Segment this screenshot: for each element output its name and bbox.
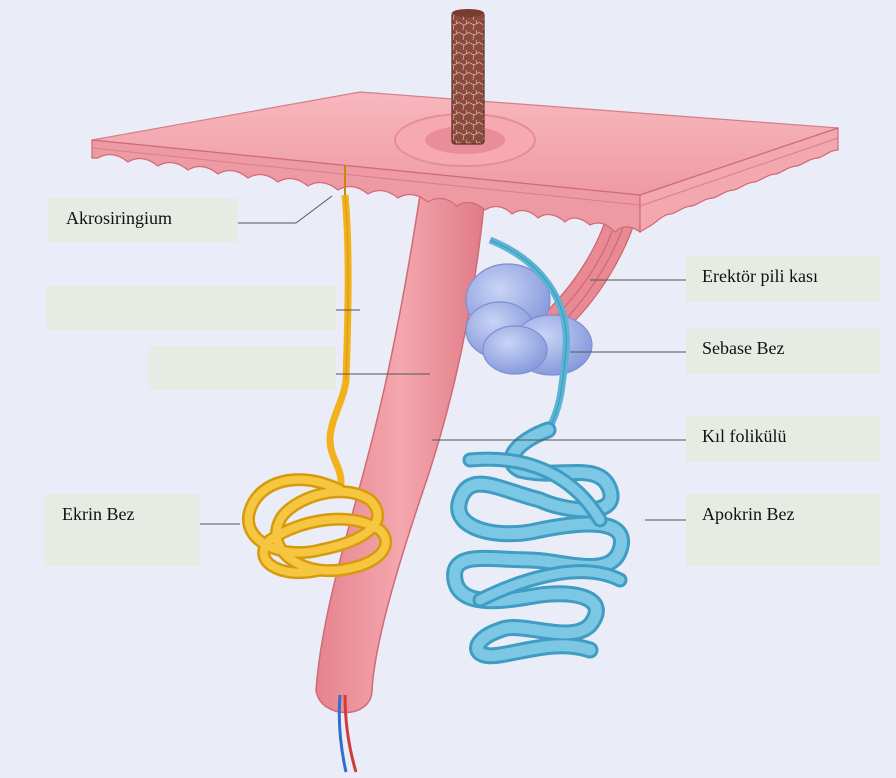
label-sebase-bez: Sebase Bez <box>686 328 880 374</box>
label-ekrin-bez-text: Ekrin Bez <box>62 504 134 524</box>
label-erektor-pili-text: Erektör pili kası <box>702 266 818 286</box>
label-akrosiringium: Akrosiringium <box>48 198 238 242</box>
eccrine-duct <box>330 195 348 490</box>
label-erektor-pili: Erektör pili kası <box>686 256 880 302</box>
eccrine-gland-coil <box>248 480 385 573</box>
apocrine-gland-coil <box>455 430 622 656</box>
label-ekrin-bez: Ekrin Bez <box>44 494 200 566</box>
hair-follicle-shape <box>316 195 485 713</box>
label-kil-folikulu-text: Kıl folikülü <box>702 426 787 446</box>
label-blank-1 <box>46 286 336 330</box>
label-apokrin-bez: Apokrin Bez <box>686 494 880 566</box>
hair-shaft <box>452 12 484 144</box>
label-kil-folikulu: Kıl folikülü <box>686 416 880 462</box>
label-sebase-bez-text: Sebase Bez <box>702 338 784 358</box>
label-apokrin-bez-text: Apokrin Bez <box>702 504 794 524</box>
label-akrosiringium-text: Akrosiringium <box>66 208 172 228</box>
label-blank-2 <box>148 346 336 390</box>
